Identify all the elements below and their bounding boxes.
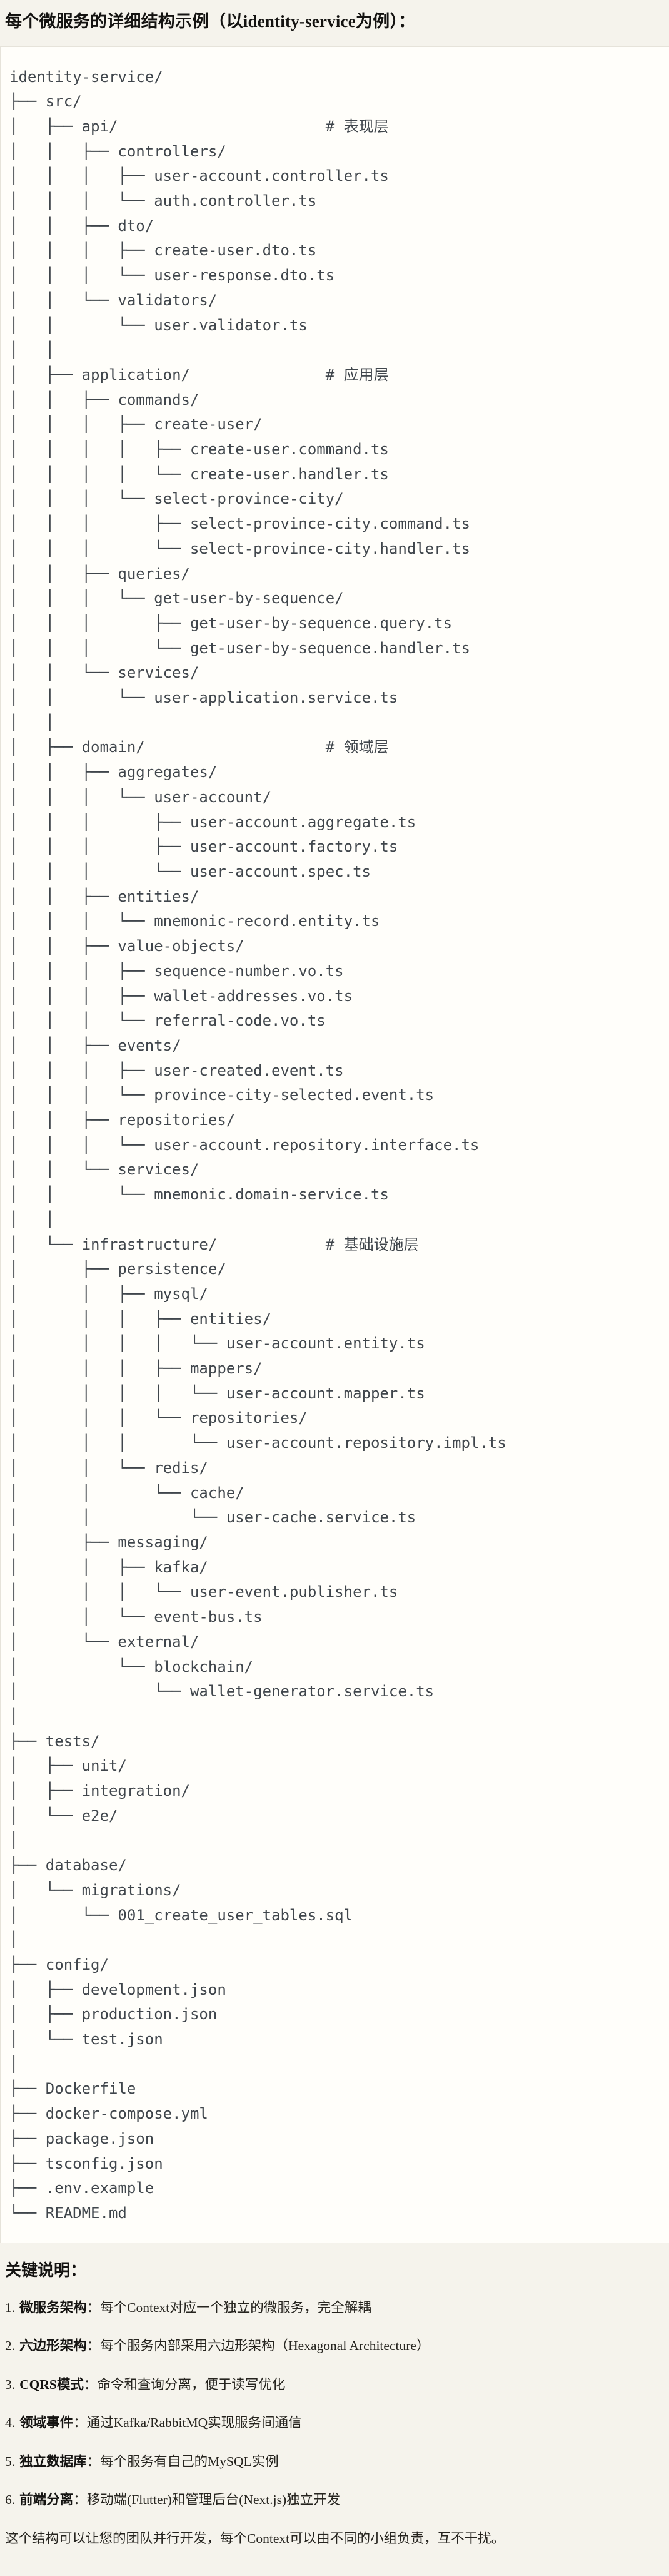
note-number: 2. bbox=[5, 2338, 16, 2354]
note-number: 4. bbox=[5, 2415, 16, 2431]
note-term: 微服务架构 bbox=[19, 2300, 87, 2316]
note-description: 命令和查询分离，便于读写优化 bbox=[97, 2376, 286, 2392]
list-item: 1.微服务架构：每个Context对应一个独立的微服务，完全解耦 bbox=[5, 2298, 664, 2318]
note-number: 1. bbox=[5, 2300, 16, 2316]
list-item: 4.领域事件：通过Kafka/RabbitMQ实现服务间通信 bbox=[5, 2413, 664, 2433]
file-tree-text: identity-service/ ├── src/ │ ├── api/ # … bbox=[9, 68, 506, 2222]
list-item: 2.六边形架构：每个服务内部采用六边形架构（Hexagonal Architec… bbox=[5, 2336, 664, 2356]
footer-note: 这个结构可以让您的团队并行开发，每个Context可以由不同的小组负责，互不干扰… bbox=[5, 2531, 505, 2547]
note-number: 6. bbox=[5, 2492, 16, 2507]
code-block: identity-service/ ├── src/ │ ├── api/ # … bbox=[0, 46, 669, 2243]
note-separator: ： bbox=[83, 2376, 98, 2392]
list-item: 3.CQRS模式：命令和查询分离，便于读写优化 bbox=[5, 2375, 664, 2395]
note-term: 前端分离 bbox=[19, 2492, 74, 2507]
list-item: 6.前端分离：移动端(Flutter)和管理后台(Next.js)独立开发 bbox=[5, 2490, 664, 2510]
note-term: CQRS模式 bbox=[19, 2376, 84, 2392]
note-number: 3. bbox=[5, 2376, 16, 2392]
note-description: 每个Context对应一个独立的微服务，完全解耦 bbox=[100, 2300, 371, 2316]
note-description: 移动端(Flutter)和管理后台(Next.js)独立开发 bbox=[86, 2492, 341, 2507]
notes-section: 关键说明： 1.微服务架构：每个Context对应一个独立的微服务，完全解耦 2… bbox=[0, 2259, 669, 2549]
page-title: 每个微服务的详细结构示例（以identity-service为例）： bbox=[5, 12, 416, 31]
notes-list: 1.微服务架构：每个Context对应一个独立的微服务，完全解耦 2.六边形架构… bbox=[5, 2298, 664, 2510]
note-separator: ： bbox=[86, 2300, 101, 2316]
note-term: 领域事件 bbox=[19, 2415, 74, 2431]
note-separator: ： bbox=[86, 2338, 101, 2354]
notes-heading: 关键说明： bbox=[5, 2261, 87, 2279]
note-description: 通过Kafka/RabbitMQ实现服务间通信 bbox=[86, 2415, 302, 2431]
note-number: 5. bbox=[5, 2453, 16, 2469]
note-description: 每个服务内部采用六边形架构（Hexagonal Architecture） bbox=[100, 2338, 430, 2354]
note-separator: ： bbox=[73, 2415, 87, 2431]
note-term: 独立数据库 bbox=[19, 2453, 87, 2469]
note-separator: ： bbox=[86, 2453, 101, 2469]
note-description: 每个服务有自己的MySQL实例 bbox=[100, 2453, 279, 2469]
note-separator: ： bbox=[73, 2492, 87, 2507]
note-term: 六边形架构 bbox=[19, 2338, 87, 2354]
list-item: 5.独立数据库：每个服务有自己的MySQL实例 bbox=[5, 2452, 664, 2472]
